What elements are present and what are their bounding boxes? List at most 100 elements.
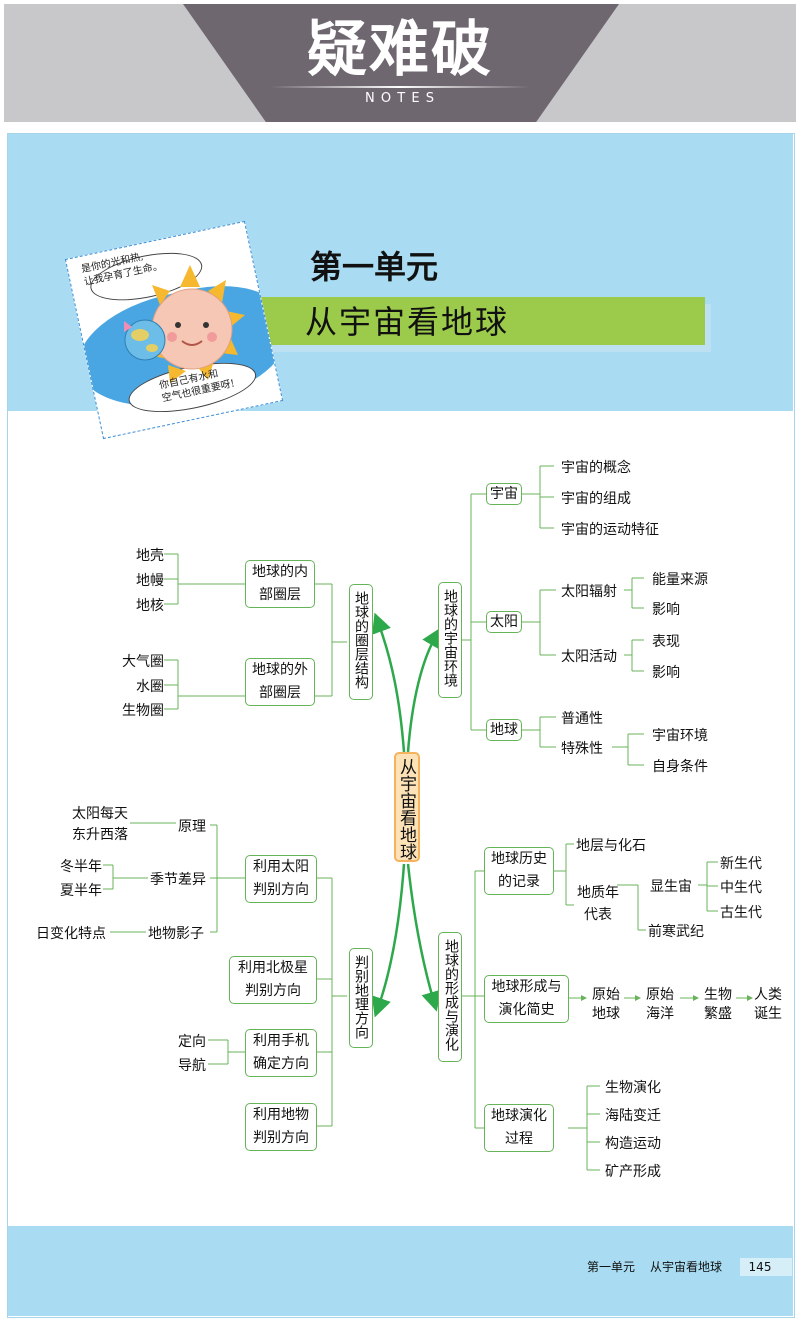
node-formation-history-line2: 演化简史: [498, 1002, 555, 1018]
leaf-energy-source: 能量来源: [652, 572, 708, 588]
leaf-own-conditions: 自身条件: [652, 759, 708, 775]
leaf-sun-motion: 太阳每天 东升西落: [62, 804, 128, 846]
step-life-flourish-line2: 繁盛: [704, 1006, 732, 1022]
leaf-sun-motion-line2: 东升西落: [72, 827, 128, 843]
header-rule: [270, 86, 530, 88]
step-primitive-earth-line1: 原始: [592, 987, 620, 1003]
leaf-core: 地核: [136, 598, 164, 614]
step-primitive-ocean-line2: 海洋: [646, 1006, 674, 1022]
node-evolution-process: 地球演化 过程: [484, 1104, 554, 1152]
step-human-birth-line1: 人类: [754, 987, 782, 1003]
branch-direction: 判别地理方向: [349, 948, 373, 1048]
cartoon-art: [124, 265, 245, 383]
node-polaris-direction-line2: 判别方向: [245, 983, 301, 999]
node-sun: 太阳: [486, 611, 522, 633]
node-outer-spheres: 地球的外 部圈层: [245, 658, 315, 706]
unit-title: 从宇宙看地球: [305, 303, 510, 341]
header-title: 疑难破: [307, 15, 493, 85]
node-earth-history: 地球历史 的记录: [484, 847, 554, 895]
node-objects-direction: 利用地物 判别方向: [245, 1103, 317, 1151]
leaf-sun-motion-line1: 太阳每天: [72, 806, 128, 822]
node-inner-spheres: 地球的内 部圈层: [245, 560, 315, 608]
leaf-geologic-eras-line2: 代表: [584, 907, 612, 923]
leaf-atmosphere: 大气圈: [122, 654, 164, 670]
step-primitive-earth-line2: 地球: [592, 1006, 620, 1022]
step-primitive-earth: 原始 地球: [588, 986, 624, 1024]
node-universe: 宇宙: [486, 483, 522, 505]
leaf-activity-impact: 影响: [652, 665, 680, 681]
leaf-strata-fossils: 地层与化石: [576, 838, 646, 854]
leaf-cenozoic: 新生代: [720, 856, 762, 872]
node-earth-history-line1: 地球历史: [491, 851, 547, 867]
footer-unit: 第一单元: [587, 1260, 636, 1274]
leaf-hydrosphere: 水圈: [136, 679, 164, 695]
node-objects-direction-line2: 判别方向: [253, 1130, 309, 1146]
step-human-birth: 人类 诞生: [750, 986, 786, 1024]
leaf-solar-activity: 太阳活动: [561, 649, 617, 665]
leaf-principle: 原理: [178, 819, 206, 835]
leaf-geologic-eras-line1: 地质年: [577, 885, 619, 901]
node-earth: 地球: [486, 719, 522, 741]
leaf-universe-concept: 宇宙的概念: [561, 460, 631, 476]
leaf-mineral-formation: 矿产形成: [605, 1164, 661, 1180]
leaf-land-sea-change: 海陆变迁: [605, 1108, 661, 1124]
leaf-phanerozoic: 显生宙: [650, 879, 692, 895]
step-life-flourish: 生物 繁盛: [700, 986, 736, 1024]
branch-cosmic: 地球的宇宙环境: [438, 582, 462, 698]
leaf-radiation-impact: 影响: [652, 602, 680, 618]
node-formation-history: 地球形成与 演化简史: [484, 975, 569, 1023]
leaf-mesozoic: 中生代: [720, 880, 762, 896]
leaf-biosphere: 生物圈: [122, 703, 164, 719]
step-primitive-ocean: 原始 海洋: [642, 986, 678, 1024]
leaf-object-shadow: 地物影子: [148, 926, 204, 942]
node-phone-direction-line1: 利用手机: [253, 1033, 309, 1049]
node-inner-spheres-line2: 部圈层: [259, 587, 301, 603]
leaf-solar-radiation: 太阳辐射: [561, 584, 617, 600]
unit-banner: [233, 297, 705, 345]
node-phone-direction: 利用手机 确定方向: [245, 1029, 317, 1077]
leaf-earth-general: 普通性: [561, 711, 603, 727]
sky-bottom: [8, 1226, 793, 1316]
branch-evolution: 地球的形成与演化: [438, 932, 462, 1062]
leaf-universe-composition: 宇宙的组成: [561, 491, 631, 507]
node-formation-history-line1: 地球形成与: [491, 979, 562, 995]
leaf-biological-evolution: 生物演化: [605, 1080, 661, 1096]
leaf-summer-half: 夏半年: [60, 883, 102, 899]
leaf-crust: 地壳: [136, 548, 164, 564]
node-outer-spheres-line1: 地球的外: [252, 662, 308, 678]
header-subtitle: N O T E S: [365, 91, 435, 106]
node-sun-direction: 利用太阳 判别方向: [245, 855, 317, 903]
leaf-paleozoic: 古生代: [720, 905, 762, 921]
branch-spheres: 地球的圈层结构: [349, 584, 373, 700]
step-life-flourish-line1: 生物: [704, 987, 732, 1003]
page-number: 145: [748, 1260, 772, 1274]
step-primitive-ocean-line1: 原始: [646, 987, 674, 1003]
footer-page-tab: [740, 1258, 792, 1276]
header-trapezoid: [183, 4, 619, 122]
leaf-geologic-eras: 地质年 代表: [576, 882, 620, 926]
node-objects-direction-line1: 利用地物: [253, 1107, 309, 1123]
leaf-cosmic-environment: 宇宙环境: [652, 728, 708, 744]
leaf-winter-half: 冬半年: [60, 859, 102, 875]
step-human-birth-line2: 诞生: [754, 1006, 782, 1022]
node-inner-spheres-line1: 地球的内: [252, 564, 308, 580]
node-evolution-process-line2: 过程: [505, 1131, 533, 1147]
node-sun-direction-line1: 利用太阳: [253, 859, 309, 875]
node-outer-spheres-line2: 部圈层: [259, 685, 301, 701]
leaf-mantle: 地幔: [136, 573, 164, 589]
leaf-seasonal-difference: 季节差异: [150, 872, 206, 888]
earth-icon: [124, 319, 166, 361]
node-sun-direction-line2: 判别方向: [253, 882, 309, 898]
center-node: 从宇宙看地球: [394, 752, 420, 862]
leaf-earth-special: 特殊性: [561, 741, 603, 757]
leaf-orientation: 定向: [178, 1034, 206, 1050]
node-polaris-direction-line1: 利用北极星: [238, 960, 308, 976]
node-polaris-direction: 利用北极星 判别方向: [229, 956, 317, 1004]
node-evolution-process-line1: 地球演化: [491, 1108, 547, 1124]
leaf-navigation: 导航: [178, 1058, 206, 1074]
node-phone-direction-line2: 确定方向: [253, 1056, 309, 1072]
leaf-activity-phenomena: 表现: [652, 634, 680, 650]
node-earth-history-line2: 的记录: [498, 874, 540, 890]
